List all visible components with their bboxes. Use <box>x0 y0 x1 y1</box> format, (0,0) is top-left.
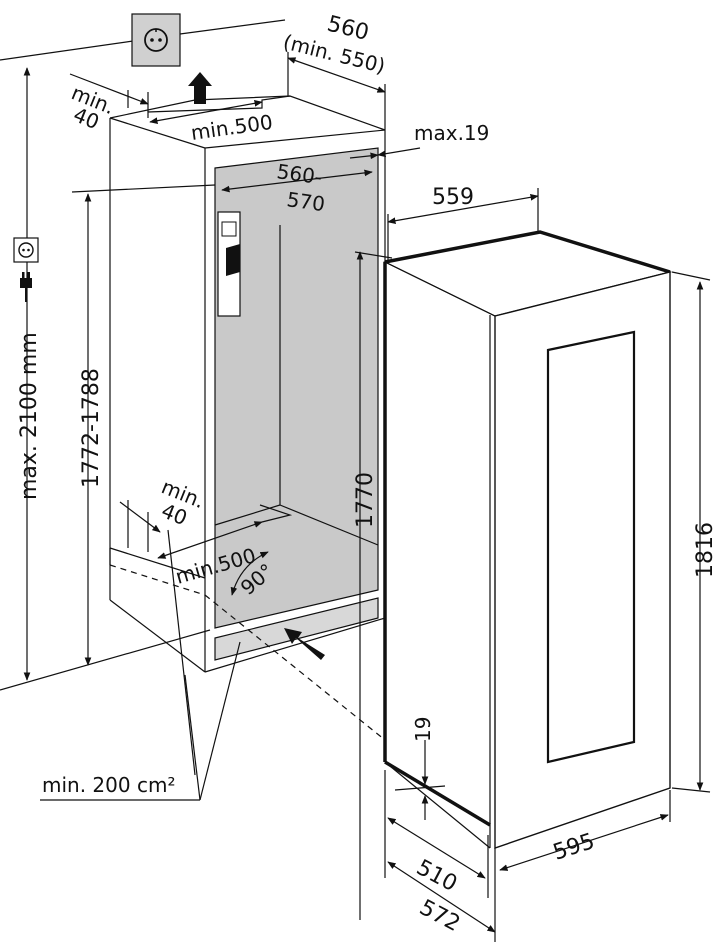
niche-cavity <box>214 147 379 629</box>
label-1770: 1770 <box>353 472 378 528</box>
power-plug-icon <box>13 237 39 302</box>
socket-icon <box>131 13 181 67</box>
label-min-200cm2: min. 200 cm² <box>42 773 175 797</box>
dimension-lines <box>23 52 711 942</box>
plinth-outline <box>109 547 386 741</box>
air-inlet-arrow <box>284 628 325 660</box>
label-1772-1788: 1772-1788 <box>79 368 104 488</box>
label-1816: 1816 <box>693 522 717 578</box>
up-arrow-icon <box>188 72 212 104</box>
door-window <box>546 330 636 764</box>
inner-socket-icon <box>217 211 241 317</box>
label-max-2100: max. 2100 mm <box>17 332 42 500</box>
label-19: 19 <box>411 717 435 742</box>
label-559: 559 <box>432 185 474 210</box>
bottom-vent-grille <box>214 597 379 661</box>
label-595: 595 <box>550 829 598 866</box>
label-max19: max.19 <box>414 121 489 145</box>
label-min500-top: min.500 <box>189 110 274 145</box>
label-572: 572 <box>415 895 464 937</box>
label-510: 510 <box>412 855 461 897</box>
label-560-570-b: 570 <box>285 187 326 216</box>
labels: max. 2100 mm 1772-1788 1770 1816 560 (mi… <box>17 12 717 937</box>
appliance <box>383 230 673 849</box>
